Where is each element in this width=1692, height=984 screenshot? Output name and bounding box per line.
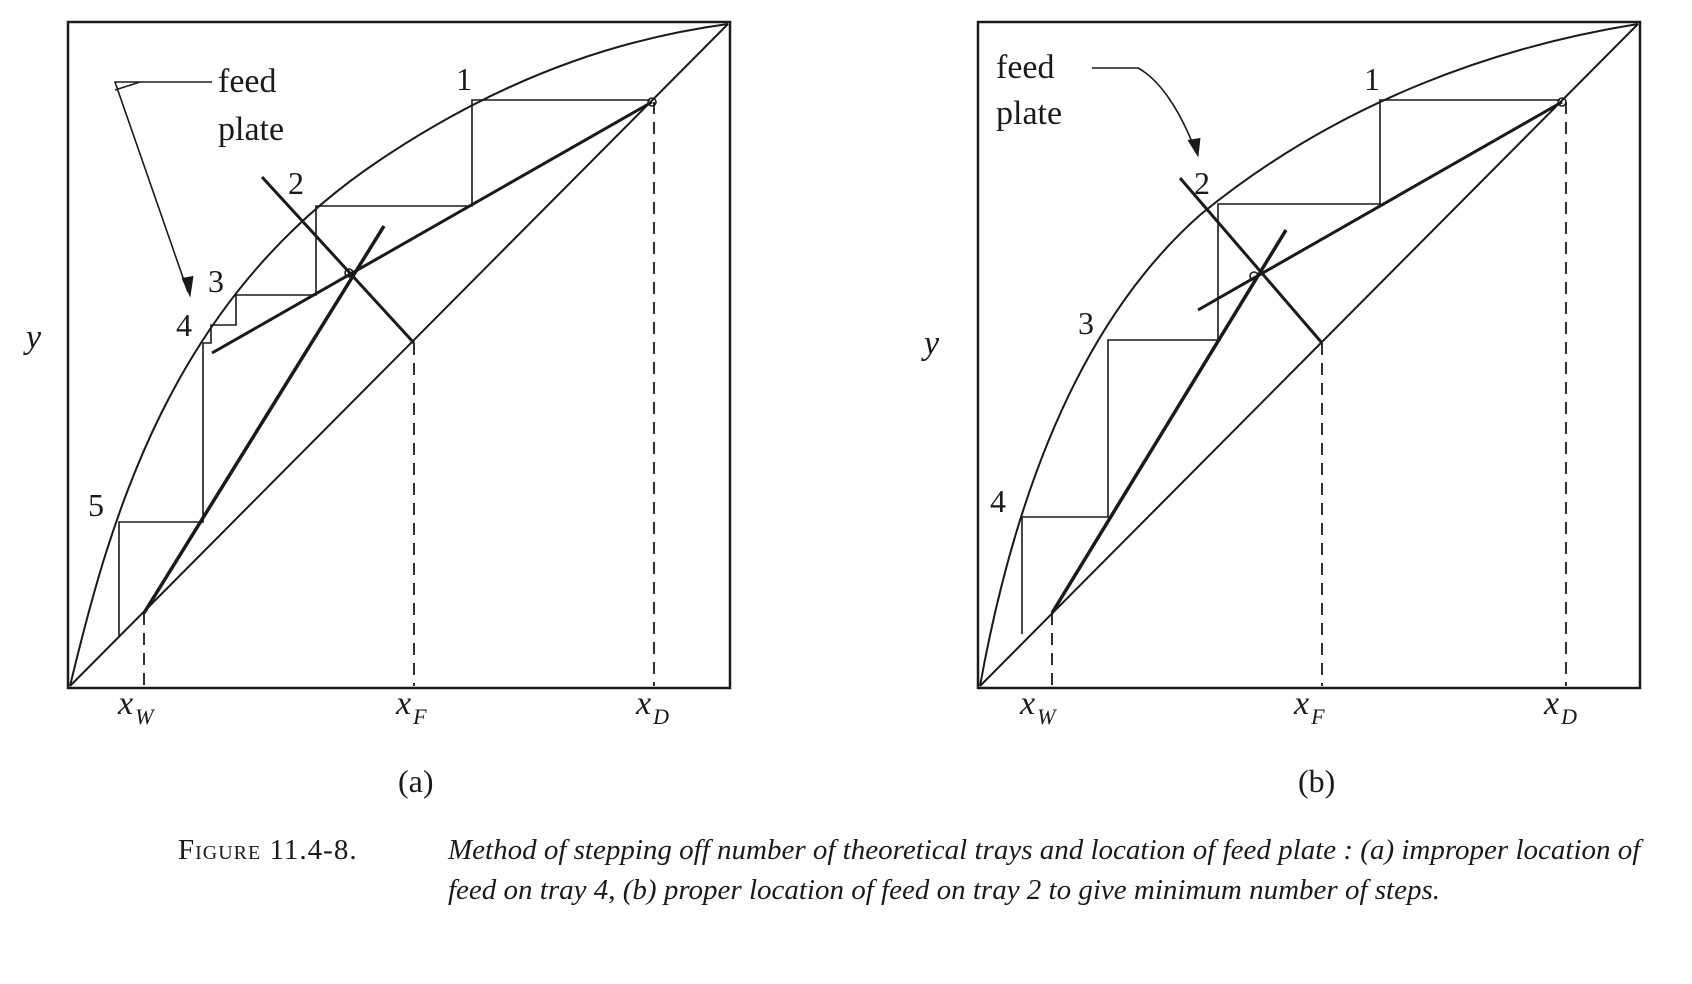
panel-a-q-line	[260, 175, 416, 345]
panel-b-feed-intersection	[1249, 271, 1259, 281]
panel-b-tray-label-2: 2	[1194, 165, 1210, 201]
panel-a-feed-pointer	[113, 81, 212, 293]
panel-a-xw-label: xW	[117, 685, 155, 729]
panel-a-rectifying-line	[211, 100, 653, 355]
panel-b-xf-label: xF	[1293, 685, 1325, 729]
panel-b-diagonal	[979, 23, 1639, 687]
panel-a-feed-intersection	[344, 268, 354, 278]
panel-b-stripping-line	[1050, 229, 1288, 614]
figure-caption-text: Method of stepping off number of theoret…	[448, 834, 1641, 906]
panel-b-frame	[976, 20, 1642, 690]
panel-a-tray-label-1: 1	[456, 61, 472, 97]
panel-a-caption-label: (a)	[398, 763, 434, 799]
panel-b-equilibrium-curve	[979, 23, 1639, 687]
panel-b-tray-label-3: 3	[1078, 305, 1094, 341]
panel-b-xw-label: xW	[1019, 685, 1057, 729]
panel-a-stair-steps	[118, 99, 650, 636]
panel-a-xd-point	[647, 97, 657, 107]
panel-a-feed-pointer-branch	[114, 81, 141, 91]
panel-a-tray-label-5: 5	[88, 487, 104, 523]
panel-a-stripping-line	[142, 225, 386, 614]
panel-a-feed-label: feed	[218, 63, 277, 100]
panel-b-caption-label: (b)	[1298, 763, 1335, 799]
panel-b-tray-label-4: 4	[990, 483, 1006, 519]
panel-a-frame	[66, 20, 732, 690]
panel-b-y-axis-label: y	[921, 325, 940, 362]
panel-a-plate-label: plate	[218, 111, 284, 148]
panel-b-feed-label: feed	[996, 49, 1055, 86]
panel-b-plate-label: plate	[996, 95, 1062, 132]
panel-a	[66, 20, 732, 690]
panel-b-q-line	[1178, 177, 1324, 344]
panel-b-xd-point	[1557, 97, 1567, 107]
panel-a-text: feed plate 1 2 3 4 5 y xW xF xD (a)	[23, 61, 669, 799]
panel-b	[976, 20, 1642, 690]
panel-a-diagonal	[69, 23, 729, 687]
panel-a-y-axis-label: y	[23, 319, 42, 356]
figure-number: Figure 11.4-8.	[178, 834, 358, 866]
panel-a-tray-label-4: 4	[176, 307, 192, 343]
panel-a-tray-label-3: 3	[208, 263, 224, 299]
panel-b-text: feed plate 1 2 3 4 y xW xF xD (b)	[921, 49, 1577, 799]
panel-b-xd-label: xD	[1543, 685, 1577, 729]
panel-a-equilibrium-curve	[69, 23, 729, 687]
panel-b-tray-label-1: 1	[1364, 61, 1380, 97]
panel-a-tray-label-2: 2	[288, 165, 304, 201]
panel-b-arrowhead-icon	[1187, 137, 1201, 158]
panel-a-arrowhead-icon	[181, 275, 194, 298]
panel-b-stair-steps	[1021, 99, 1560, 634]
panel-a-xd-label: xD	[635, 685, 669, 729]
panel-a-xf-label: xF	[395, 685, 427, 729]
panel-b-feed-pointer	[1092, 67, 1197, 153]
